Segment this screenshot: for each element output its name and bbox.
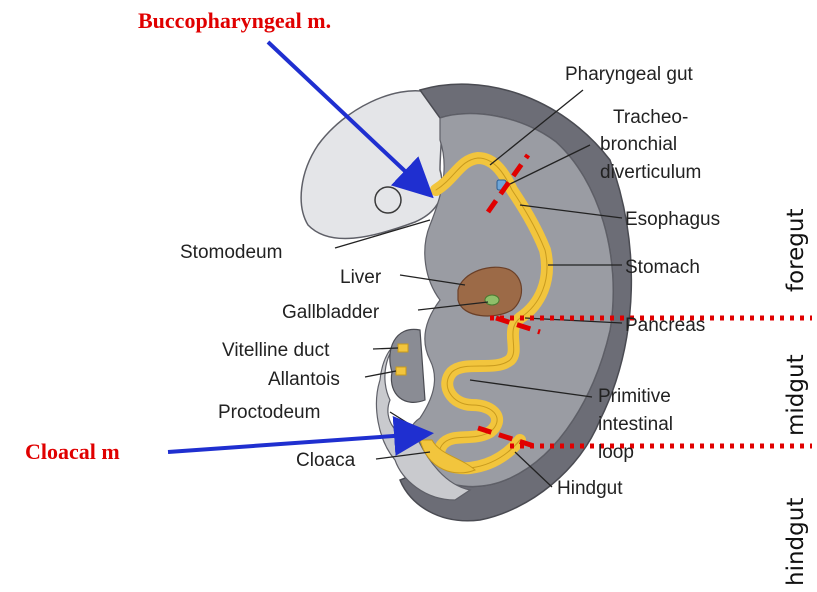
- label-pharyngeal-gut: Pharyngeal gut: [565, 64, 694, 85]
- label-stomodeum: Stomodeum: [180, 242, 282, 263]
- label-primitive-line3: loop: [598, 442, 634, 463]
- embryo-head: [301, 91, 442, 239]
- label-esophagus: Esophagus: [625, 209, 720, 230]
- region-label-hindgut: hindgut: [783, 498, 809, 586]
- label-tracheo-line3: diverticulum: [600, 162, 701, 183]
- label-pancreas: Pancreas: [625, 315, 705, 336]
- label-stomach: Stomach: [625, 257, 700, 278]
- region-label-midgut: midgut: [783, 354, 809, 436]
- gallbladder-organ: [485, 295, 499, 305]
- label-liver: Liver: [340, 267, 382, 288]
- region-label-foregut: foregut: [783, 209, 809, 292]
- label-cloaca: Cloaca: [296, 450, 356, 471]
- cloacal-membrane-label: Cloacal m: [25, 439, 120, 464]
- label-vitelline-duct: Vitelline duct: [222, 340, 330, 361]
- allantois-lumen: [396, 367, 406, 375]
- vitelline-lumen: [398, 344, 408, 352]
- label-primitive-line1: Primitive: [598, 386, 671, 407]
- label-primitive-line2: intestinal: [598, 414, 673, 435]
- label-tracheo-line2: bronchial: [600, 134, 677, 155]
- label-allantois: Allantois: [268, 369, 340, 390]
- buccopharyngeal-membrane-label: Buccopharyngeal m.: [138, 8, 331, 33]
- label-gallbladder: Gallbladder: [282, 302, 380, 323]
- label-tracheo-line1: Tracheo-: [613, 107, 688, 128]
- label-proctodeum: Proctodeum: [218, 402, 320, 423]
- label-hindgut: Hindgut: [557, 478, 623, 499]
- vitelline-stalk: [390, 329, 425, 402]
